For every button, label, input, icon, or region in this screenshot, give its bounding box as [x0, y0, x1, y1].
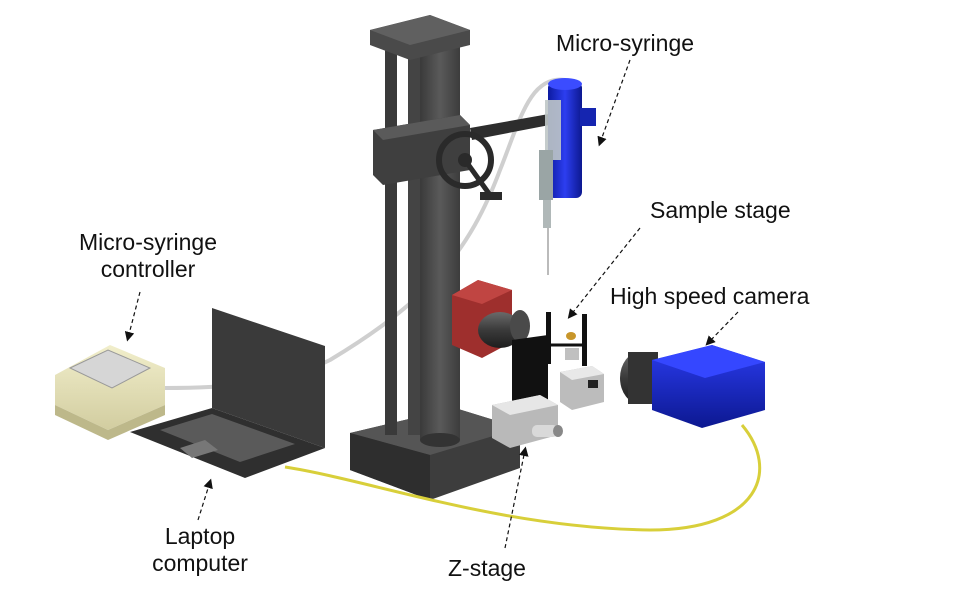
label-controller: Micro-syringe controller [58, 229, 238, 283]
arrow-controller [124, 291, 141, 342]
label-laptop-line1: Laptop [164, 523, 236, 549]
label-controller-line2: controller [100, 256, 196, 282]
label-high-speed-camera: High speed camera [610, 283, 810, 309]
laptop-computer [130, 308, 325, 478]
arrow-z-stage [504, 446, 529, 549]
label-controller-line1: Micro-syringe [78, 229, 218, 255]
z-stage [492, 335, 563, 448]
label-laptop: Laptop computer [135, 523, 265, 577]
arrow-laptop [197, 478, 213, 521]
micro-syringe-controller [55, 345, 165, 440]
sample-stage [546, 312, 604, 410]
arrow-sample-stage [567, 227, 641, 319]
callout-arrows [124, 59, 739, 549]
stand [350, 15, 565, 500]
label-micro-syringe: Micro-syringe [556, 30, 695, 56]
label-z-stage: Z-stage [448, 555, 526, 581]
light-source [452, 280, 530, 358]
label-sample-stage: Sample stage [650, 197, 791, 223]
micro-syringe [539, 78, 596, 275]
arrow-camera [705, 311, 739, 346]
camera-cable [284, 424, 762, 532]
label-laptop-line2: computer [152, 550, 248, 576]
arrow-micro-syringe [597, 59, 631, 147]
high-speed-camera [620, 345, 765, 428]
